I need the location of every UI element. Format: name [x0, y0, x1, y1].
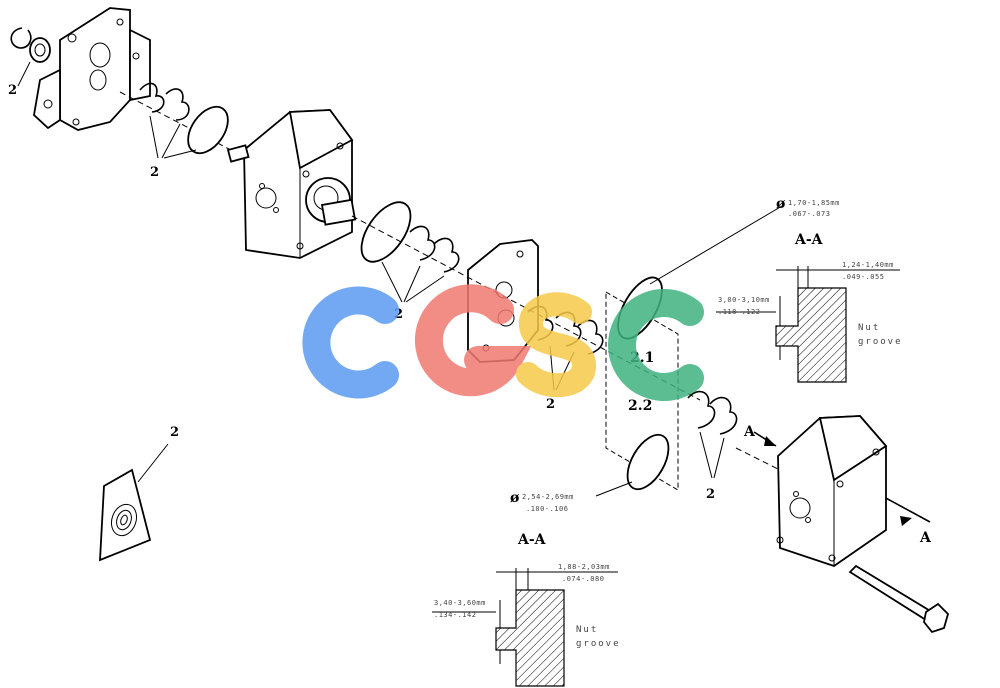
oring-22-dia-mm: 2,54-2,69mm — [522, 493, 574, 501]
groove-lower-depth-in: .134-.142 — [434, 611, 476, 619]
nut-lower-note: Nut — [576, 625, 598, 635]
part-2-label: 2 — [8, 83, 17, 98]
arrow-head — [900, 516, 912, 526]
leader-line — [713, 437, 725, 479]
watermark-letter-g — [414, 284, 532, 397]
seal-kit-bag — [99, 468, 152, 562]
part-2-label: 2 — [706, 487, 715, 502]
section-a-a-lower: A-A — [517, 532, 547, 548]
seal-set-2 — [360, 201, 460, 273]
leader-line — [649, 205, 783, 285]
leader-line — [699, 431, 713, 479]
groove-section-upper — [716, 266, 900, 383]
section-a-a-upper: A-A — [794, 232, 824, 248]
oring-22-dia-in: .100-.106 — [526, 505, 568, 513]
nut-upper-note: Nut — [858, 323, 880, 333]
section-a-label-top: A — [743, 424, 756, 440]
groove-lower-width-in: .074-.080 — [562, 575, 604, 583]
axis-line — [351, 215, 701, 401]
part-2-label: 2 — [150, 165, 159, 180]
rear-cover — [776, 415, 888, 567]
leader-line — [137, 443, 169, 483]
axis-line — [735, 447, 781, 471]
bolt — [848, 564, 950, 634]
groove-lower-note: groove — [576, 639, 621, 649]
leader-line — [381, 261, 403, 303]
seal-set-4 — [687, 390, 738, 435]
leader-line — [403, 265, 421, 303]
groove-lower-depth-mm: 3,40-3,60mm — [434, 599, 486, 607]
groove-upper-depth-mm: 3,00-3,10mm — [718, 296, 770, 304]
section-a-label-bottom: A — [919, 530, 932, 546]
cgsc-watermark — [302, 284, 704, 401]
part-2-label: 2 — [170, 425, 179, 440]
diameter-symbol: ø — [510, 490, 519, 506]
oring-21-dia-mm: 1,70-1,85mm — [788, 199, 840, 207]
leader-line — [163, 149, 197, 159]
part-2-label: 2 — [394, 307, 403, 322]
detail-2-2-label: 2.2 — [628, 398, 652, 414]
seal-set-1 — [139, 82, 229, 155]
groove-upper-depth-in: .118-.122 — [718, 308, 760, 316]
leader-line — [161, 123, 181, 159]
groove-upper-width-in: .049-.055 — [842, 273, 884, 281]
axis-line — [119, 91, 251, 161]
leader-line — [149, 115, 159, 159]
watermark-letter-s — [516, 292, 596, 398]
diameter-symbol: ø — [776, 196, 785, 212]
groove-lower-width-mm: 1,88-2,03mm — [558, 563, 610, 571]
groove-upper-note: groove — [858, 337, 903, 347]
arrow-head — [764, 436, 776, 446]
leader-line — [17, 61, 31, 87]
snap-ring-small — [10, 27, 51, 63]
groove-upper-width-mm: 1,24-1,40mm — [842, 261, 894, 269]
groove-section-lower — [432, 568, 618, 687]
leader-line — [405, 275, 445, 303]
watermark-letter-c2 — [608, 289, 704, 401]
oring-21-dia-in: .067-.073 — [788, 210, 830, 218]
watermark-letter-c1 — [302, 286, 399, 399]
end-cover-part — [33, 7, 151, 131]
pump-body — [226, 109, 357, 259]
leader-line — [595, 481, 633, 497]
part-2-label: 2 — [546, 397, 555, 412]
